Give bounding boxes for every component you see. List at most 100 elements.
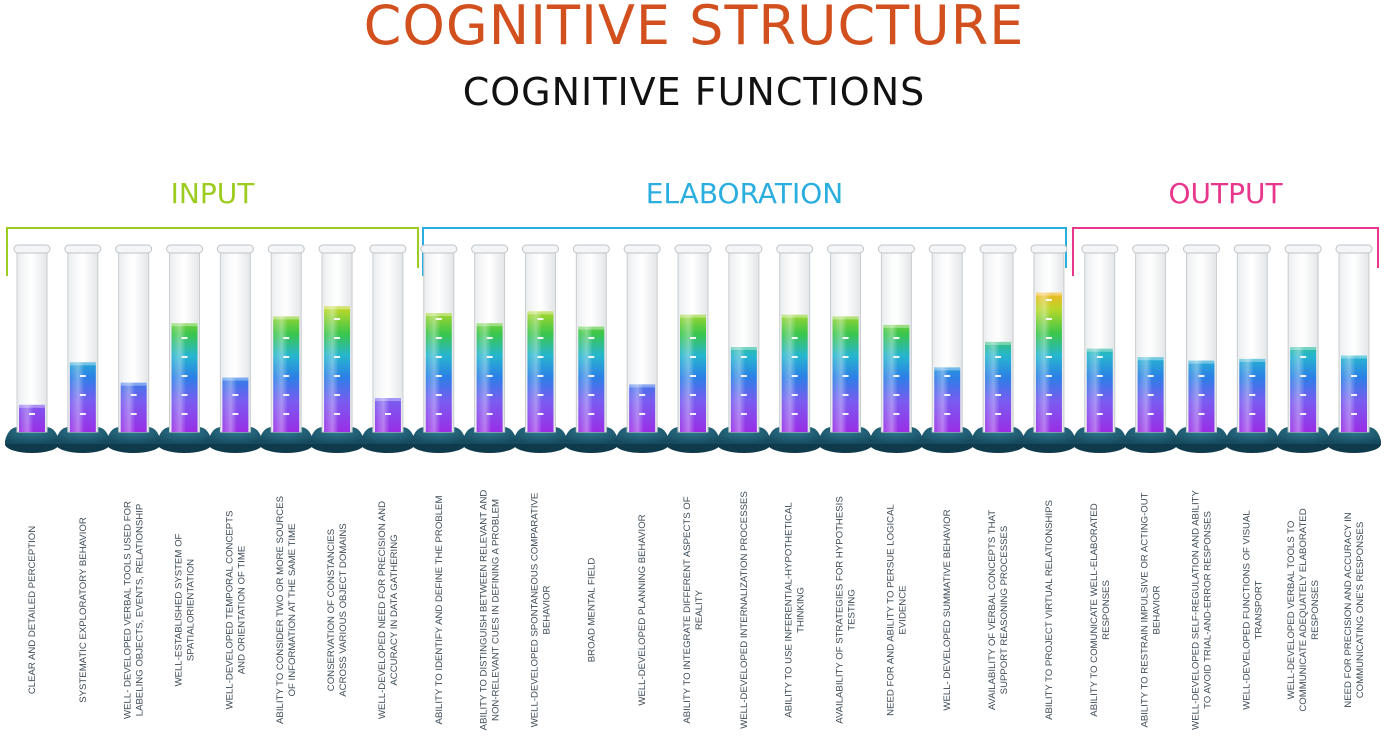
bar-label-1: CLEAR AND DETAILED PERCEPTION [27, 526, 38, 694]
cylinder-10 [462, 244, 517, 453]
cylinder-rim [725, 244, 763, 254]
cylinder-shine [1186, 252, 1217, 432]
group-label-output: OUTPUT [1168, 177, 1283, 210]
bar-label-14: ABILITY TO INTEGRATE DIFFERENT ASPECTS O… [682, 496, 705, 723]
cylinder-shine [1288, 252, 1319, 432]
cylinder-shine [627, 252, 658, 432]
cylinder-rim [1182, 244, 1220, 254]
bar-label-8: WELL-DEVELOPED NEED FOR PRECISION ANDACC… [377, 501, 400, 719]
group-label-elaboration: ELABORATION [646, 177, 844, 210]
cylinder-rim [420, 244, 458, 254]
cylinder-11 [513, 244, 568, 453]
cylinder-shine [1339, 252, 1369, 432]
cylinder-4 [157, 244, 212, 453]
bar-label-5: WELL-DEVELOPED TEMPORAL CONCEPTSAND ORIE… [224, 511, 247, 710]
cylinder-rim [166, 244, 204, 254]
bar-label-21: ABILITY TO PROJECT VIRTUAL RELATIONSHIPS [1044, 500, 1055, 720]
cylinder-rim [674, 244, 712, 254]
bar-label-27: NEED FOR PRECISION AND ACCURACY INCOMMUN… [1343, 512, 1366, 708]
bar-label-20: AVAILABILITY OF VERBAL CONCEPTS THATSUPP… [987, 510, 1010, 710]
cylinder-rim [877, 244, 915, 254]
cylinder-rim [64, 244, 102, 254]
cylinder-shine [220, 252, 251, 432]
cylinder-21 [1021, 244, 1076, 453]
cylinder-25 [1225, 244, 1280, 453]
cylinder-shine [1084, 252, 1115, 432]
cylinder-8 [360, 244, 415, 453]
cylinder-26 [1276, 244, 1331, 453]
cylinder-rim [318, 244, 356, 254]
bar-label-10: ABILITY TO DISTINGUISH BETWEEN RELEVANT … [479, 490, 502, 731]
cylinder-shine [881, 252, 912, 432]
cylinder-shine [525, 252, 556, 432]
bar-label-11: WELL-DEVELOPED SPONTANEOUS COMPARATIVEBE… [529, 493, 552, 728]
cylinder-rim [1233, 244, 1271, 254]
bar-label-18: NEED FOR AND ABILITY TO PERSUE LOGICALEV… [885, 504, 908, 716]
bar-label-25: WELL-DEVELOPED FUNCTIONS OF VISUALTRANSP… [1241, 510, 1264, 710]
group-label-input: INPUT [171, 177, 256, 210]
bar-label-12: BROAD MENTAL FIELD [586, 558, 597, 663]
page-subtitle: COGNITIVE FUNCTIONS [462, 70, 926, 114]
bar-label-2: SYSTEMATIC EXPLORATORY BEHAVIOR [78, 517, 89, 703]
cylinder-16 [767, 244, 822, 453]
bar-label-9: ABILITY TO IDENTIFY AND DEFINE THE PROBL… [434, 496, 445, 725]
cylinder-17 [818, 244, 873, 453]
cylinder-rim [776, 244, 814, 254]
bar-label-7: CONSERVATION OF CONSTANCIESACROSS VARIOU… [326, 523, 349, 696]
bar-label-6: ABILITY TO CONSIDER TWO OR MORE SOURCESO… [275, 496, 298, 724]
cylinder-22 [1072, 244, 1127, 453]
labels-layer: CLEAR AND DETAILED PERCEPTION SYSTEMATIC … [27, 490, 1366, 731]
page-title: COGNITIVE STRUCTURE [363, 0, 1025, 57]
cylinder-rim [369, 244, 407, 254]
cylinder-shine [728, 252, 759, 432]
cylinder-15 [716, 244, 771, 453]
cylinder-7 [310, 244, 365, 453]
bar-label-17: AVAILABILITY OF STRATEGIES FOR HYPOTHESI… [835, 496, 858, 723]
cylinder-19 [920, 244, 975, 453]
cylinder-shine [779, 252, 810, 432]
cylinder-shine [1135, 252, 1166, 432]
cylinder-rim [1284, 244, 1322, 254]
bar-label-4: WELL-ESTABLISHED SYSTEM OFSPATIALORIENTA… [174, 533, 197, 686]
cylinder-shine [17, 252, 47, 432]
cylinder-1 [5, 244, 59, 453]
group-bracket-input [6, 227, 419, 276]
cylinder-rim [267, 244, 305, 254]
bar-label-15: WELL-DEVELOPED INTERNALIZATION PROCESSES [739, 491, 750, 729]
cylinder-rim [521, 244, 559, 254]
cylinder-shine [932, 252, 963, 432]
bar-label-16: ABILITY TO USE INFERENTIAL-HYPOTHETICALT… [784, 502, 807, 718]
cylinder-rim [115, 244, 153, 254]
cylinder-shine [678, 252, 708, 432]
cylinder-24 [1174, 244, 1229, 453]
cylinder-9 [411, 244, 466, 453]
cylinder-3 [106, 244, 161, 453]
cylinder-shine [322, 252, 353, 432]
cylinder-shine [118, 252, 149, 432]
cylinder-shine [423, 252, 454, 432]
cylinder-shine [474, 252, 505, 432]
cylinder-shine [169, 252, 200, 432]
bar-label-24: WELL-DEVELOPED SELF-REGULATION AND ABILI… [1190, 490, 1213, 730]
cylinder-18 [869, 244, 924, 453]
cylinder-20 [971, 244, 1026, 453]
cylinder-23 [1123, 244, 1178, 453]
cylinder-12 [564, 244, 619, 453]
cylinders-layer [5, 244, 1381, 453]
bar-label-23: ABILITY TO RESTRAIN IMPULSIVE OR ACTING-… [1140, 492, 1163, 727]
cylinder-shine [1033, 252, 1064, 432]
cylinder-27 [1327, 244, 1381, 453]
bar-label-13: WELL-DEVELOPED PLANNING BEHAVIOR [637, 514, 648, 705]
cylinder-rim [1030, 244, 1068, 254]
cylinder-shine [271, 252, 302, 432]
cylinder-14 [666, 244, 720, 453]
cylinder-13 [615, 244, 670, 453]
cylinder-rim [216, 244, 254, 254]
cylinder-2 [55, 244, 110, 453]
cylinder-5 [208, 244, 263, 453]
cylinder-shine [372, 252, 403, 432]
bar-label-26: WELL-DEVELOPED VERBAL TOOLS TOCOMMUNICAT… [1286, 508, 1321, 711]
cylinder-rim [623, 244, 661, 254]
group-bracket-output [1072, 227, 1379, 276]
